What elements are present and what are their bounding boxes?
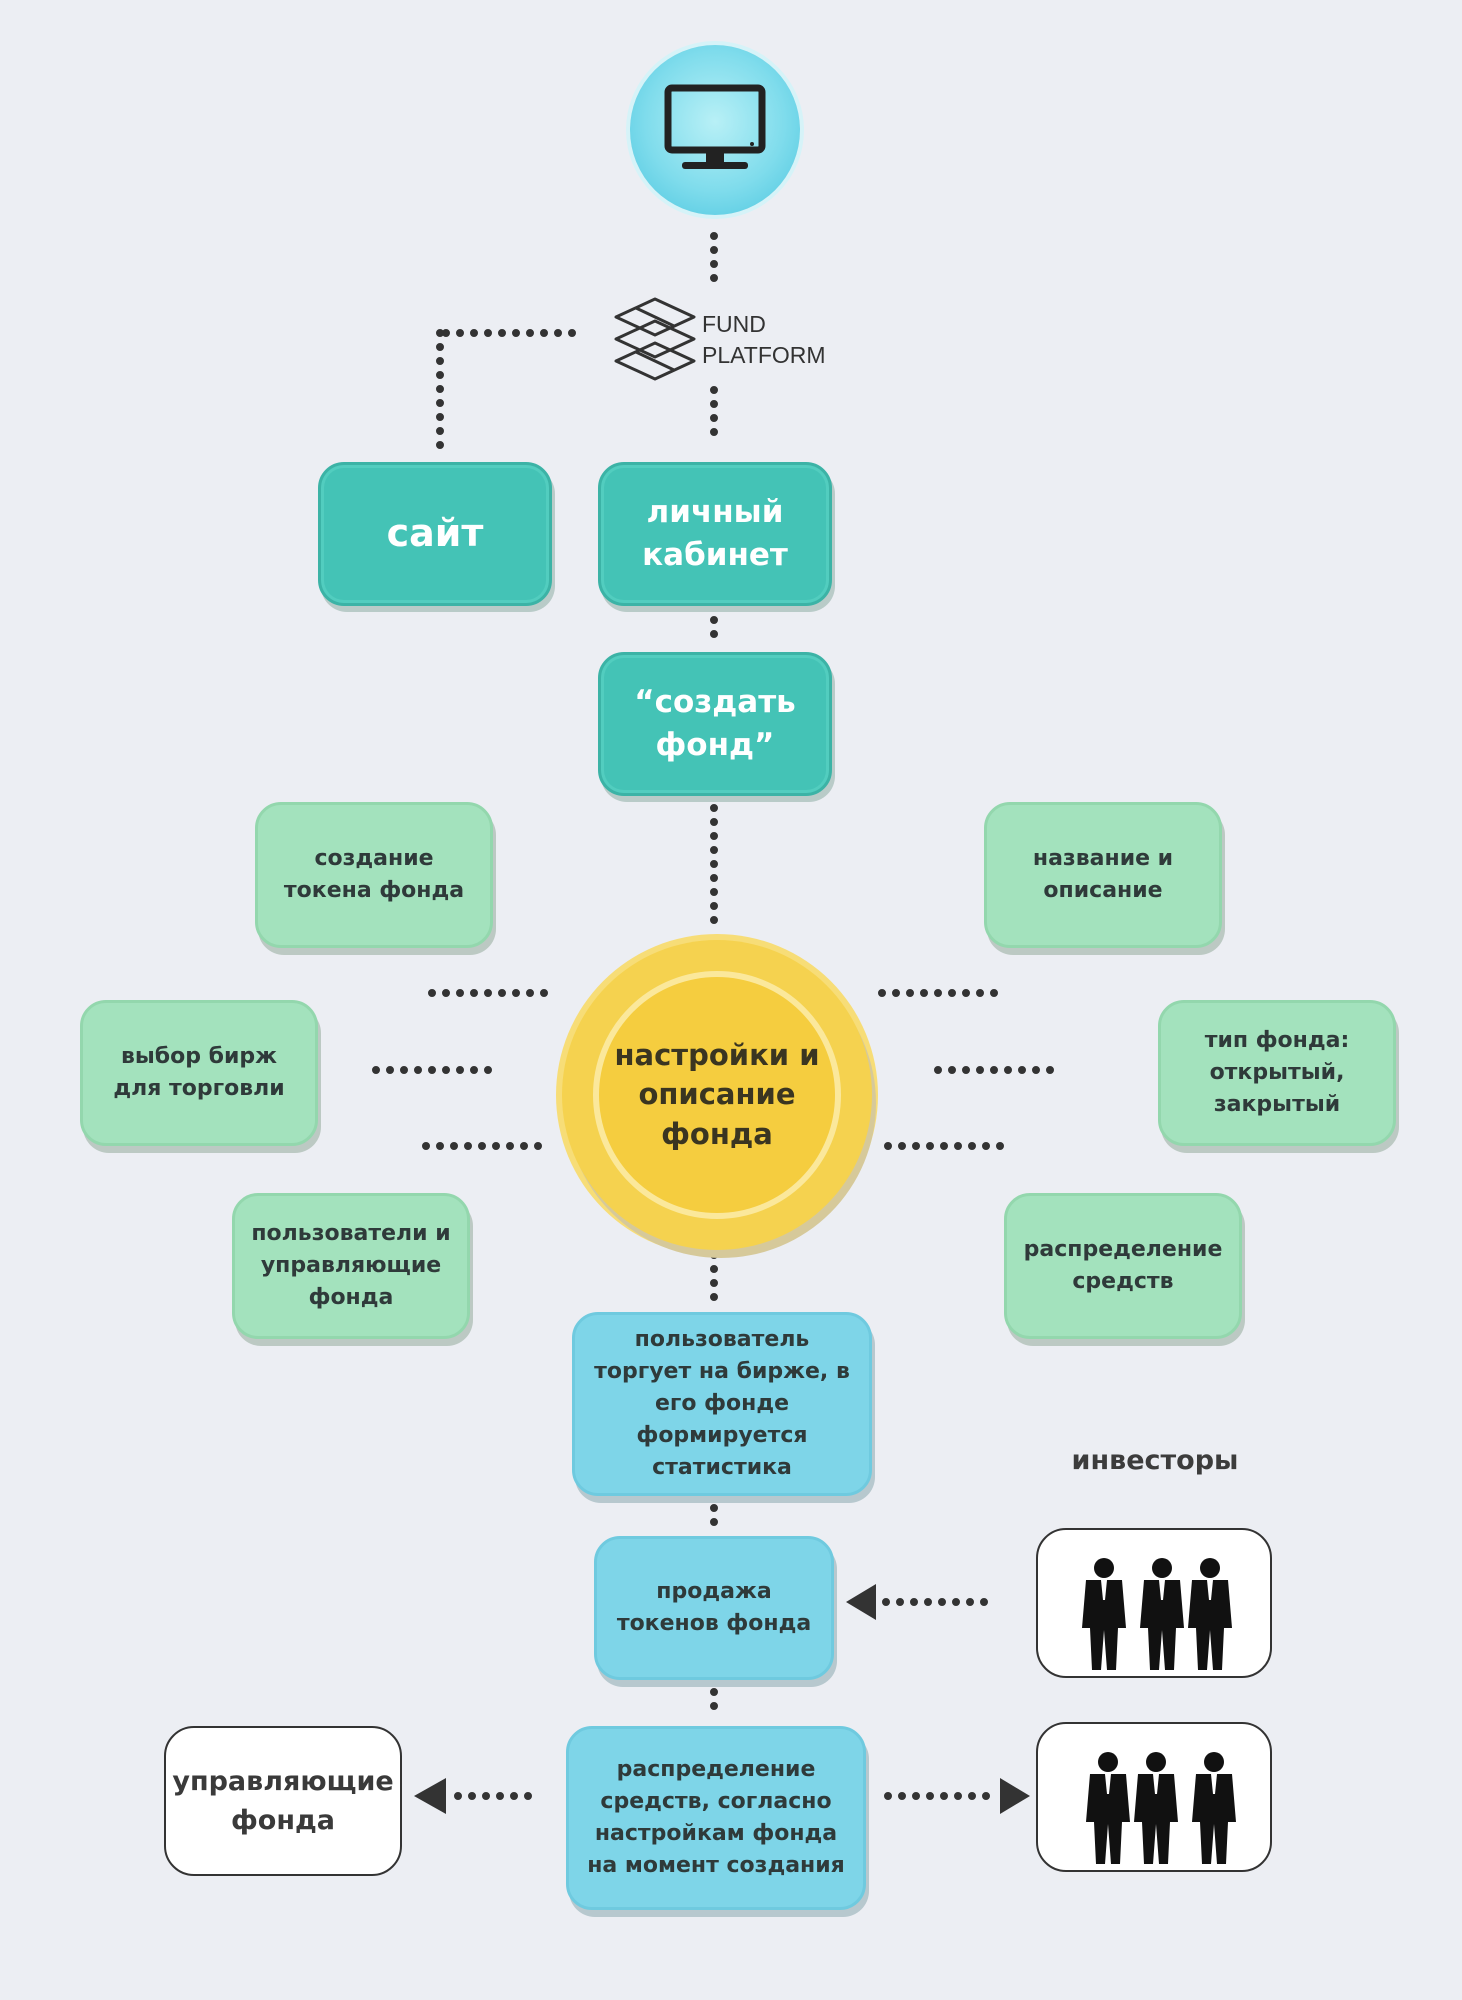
arrow-head-icon [846, 1584, 876, 1620]
investors-group-bottom [1036, 1722, 1272, 1872]
funds-distribution-node: распределение средств [1004, 1193, 1242, 1339]
fund-platform-logo: FUND PLATFORM [612, 295, 842, 385]
token-sale-node: продажа токенов фонда [594, 1536, 834, 1680]
final-distribution-node: распределение средств, согласно настройк… [566, 1726, 866, 1910]
site-node: сайт [318, 462, 552, 606]
investors-group-top [1036, 1528, 1272, 1678]
create-fund-node: “создать фонд” [598, 652, 832, 796]
exchange-selection-node: выбор бирж для торговли [80, 1000, 318, 1146]
personal-cabinet-node: личный кабинет [598, 462, 832, 606]
stacked-layers-icon [614, 297, 696, 381]
token-creation-node: создание токена фонда [255, 802, 493, 948]
trading-statistics-node: пользователь торгует на бирже, в его фон… [572, 1312, 872, 1496]
arrow-head-icon [1000, 1778, 1030, 1814]
settings-hub: настройки и описание фонда [562, 940, 872, 1250]
fund-type-node: тип фонда: открытый, закрытый [1158, 1000, 1396, 1146]
arrow-head-icon [414, 1778, 446, 1814]
investors-label: инвесторы [1071, 1445, 1239, 1476]
users-managers-node: пользователи и управляющие фонда [232, 1193, 470, 1339]
settings-hub-label: настройки и описание фонда [593, 971, 841, 1219]
computer-monitor-icon [630, 45, 800, 215]
logo-text-line1: FUND [702, 311, 766, 337]
businessmen-silhouette-icon [1082, 1558, 1232, 1670]
businessmen-silhouette-icon [1086, 1752, 1236, 1864]
name-description-node: название и описание [984, 802, 1222, 948]
fund-managers-node: управляющие фонда [164, 1726, 402, 1876]
logo-text-line2: PLATFORM [702, 342, 826, 369]
